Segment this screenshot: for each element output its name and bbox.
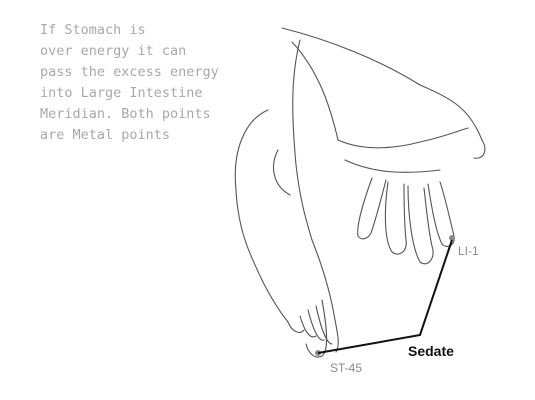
sedate-label: Sedate xyxy=(408,343,454,359)
finger-sketch xyxy=(384,181,407,255)
toe-sketch xyxy=(287,321,305,333)
toe-sketch xyxy=(315,305,333,345)
li1-point-marker xyxy=(449,235,455,241)
hand-sketch xyxy=(344,159,441,173)
instep-sketch xyxy=(311,239,339,353)
big-toe-sketch xyxy=(305,299,328,358)
st45-point-label: ST-45 xyxy=(330,361,363,375)
sedate-connector-line xyxy=(317,239,453,354)
li1-point-label: LI-1 xyxy=(458,244,479,258)
toe-sketch xyxy=(307,309,325,341)
forearm-sketch xyxy=(281,27,486,159)
wrist-sketch xyxy=(291,41,339,141)
hand-sketch xyxy=(337,127,469,149)
leg-sketch xyxy=(292,39,313,241)
finger-sketch xyxy=(407,185,434,265)
heel-sketch xyxy=(234,109,289,323)
finger-sketch xyxy=(357,177,387,240)
ankle-sketch xyxy=(272,149,291,196)
toe-sketch xyxy=(299,315,317,338)
caption-text: If Stomach is over energy it can pass th… xyxy=(40,22,219,143)
